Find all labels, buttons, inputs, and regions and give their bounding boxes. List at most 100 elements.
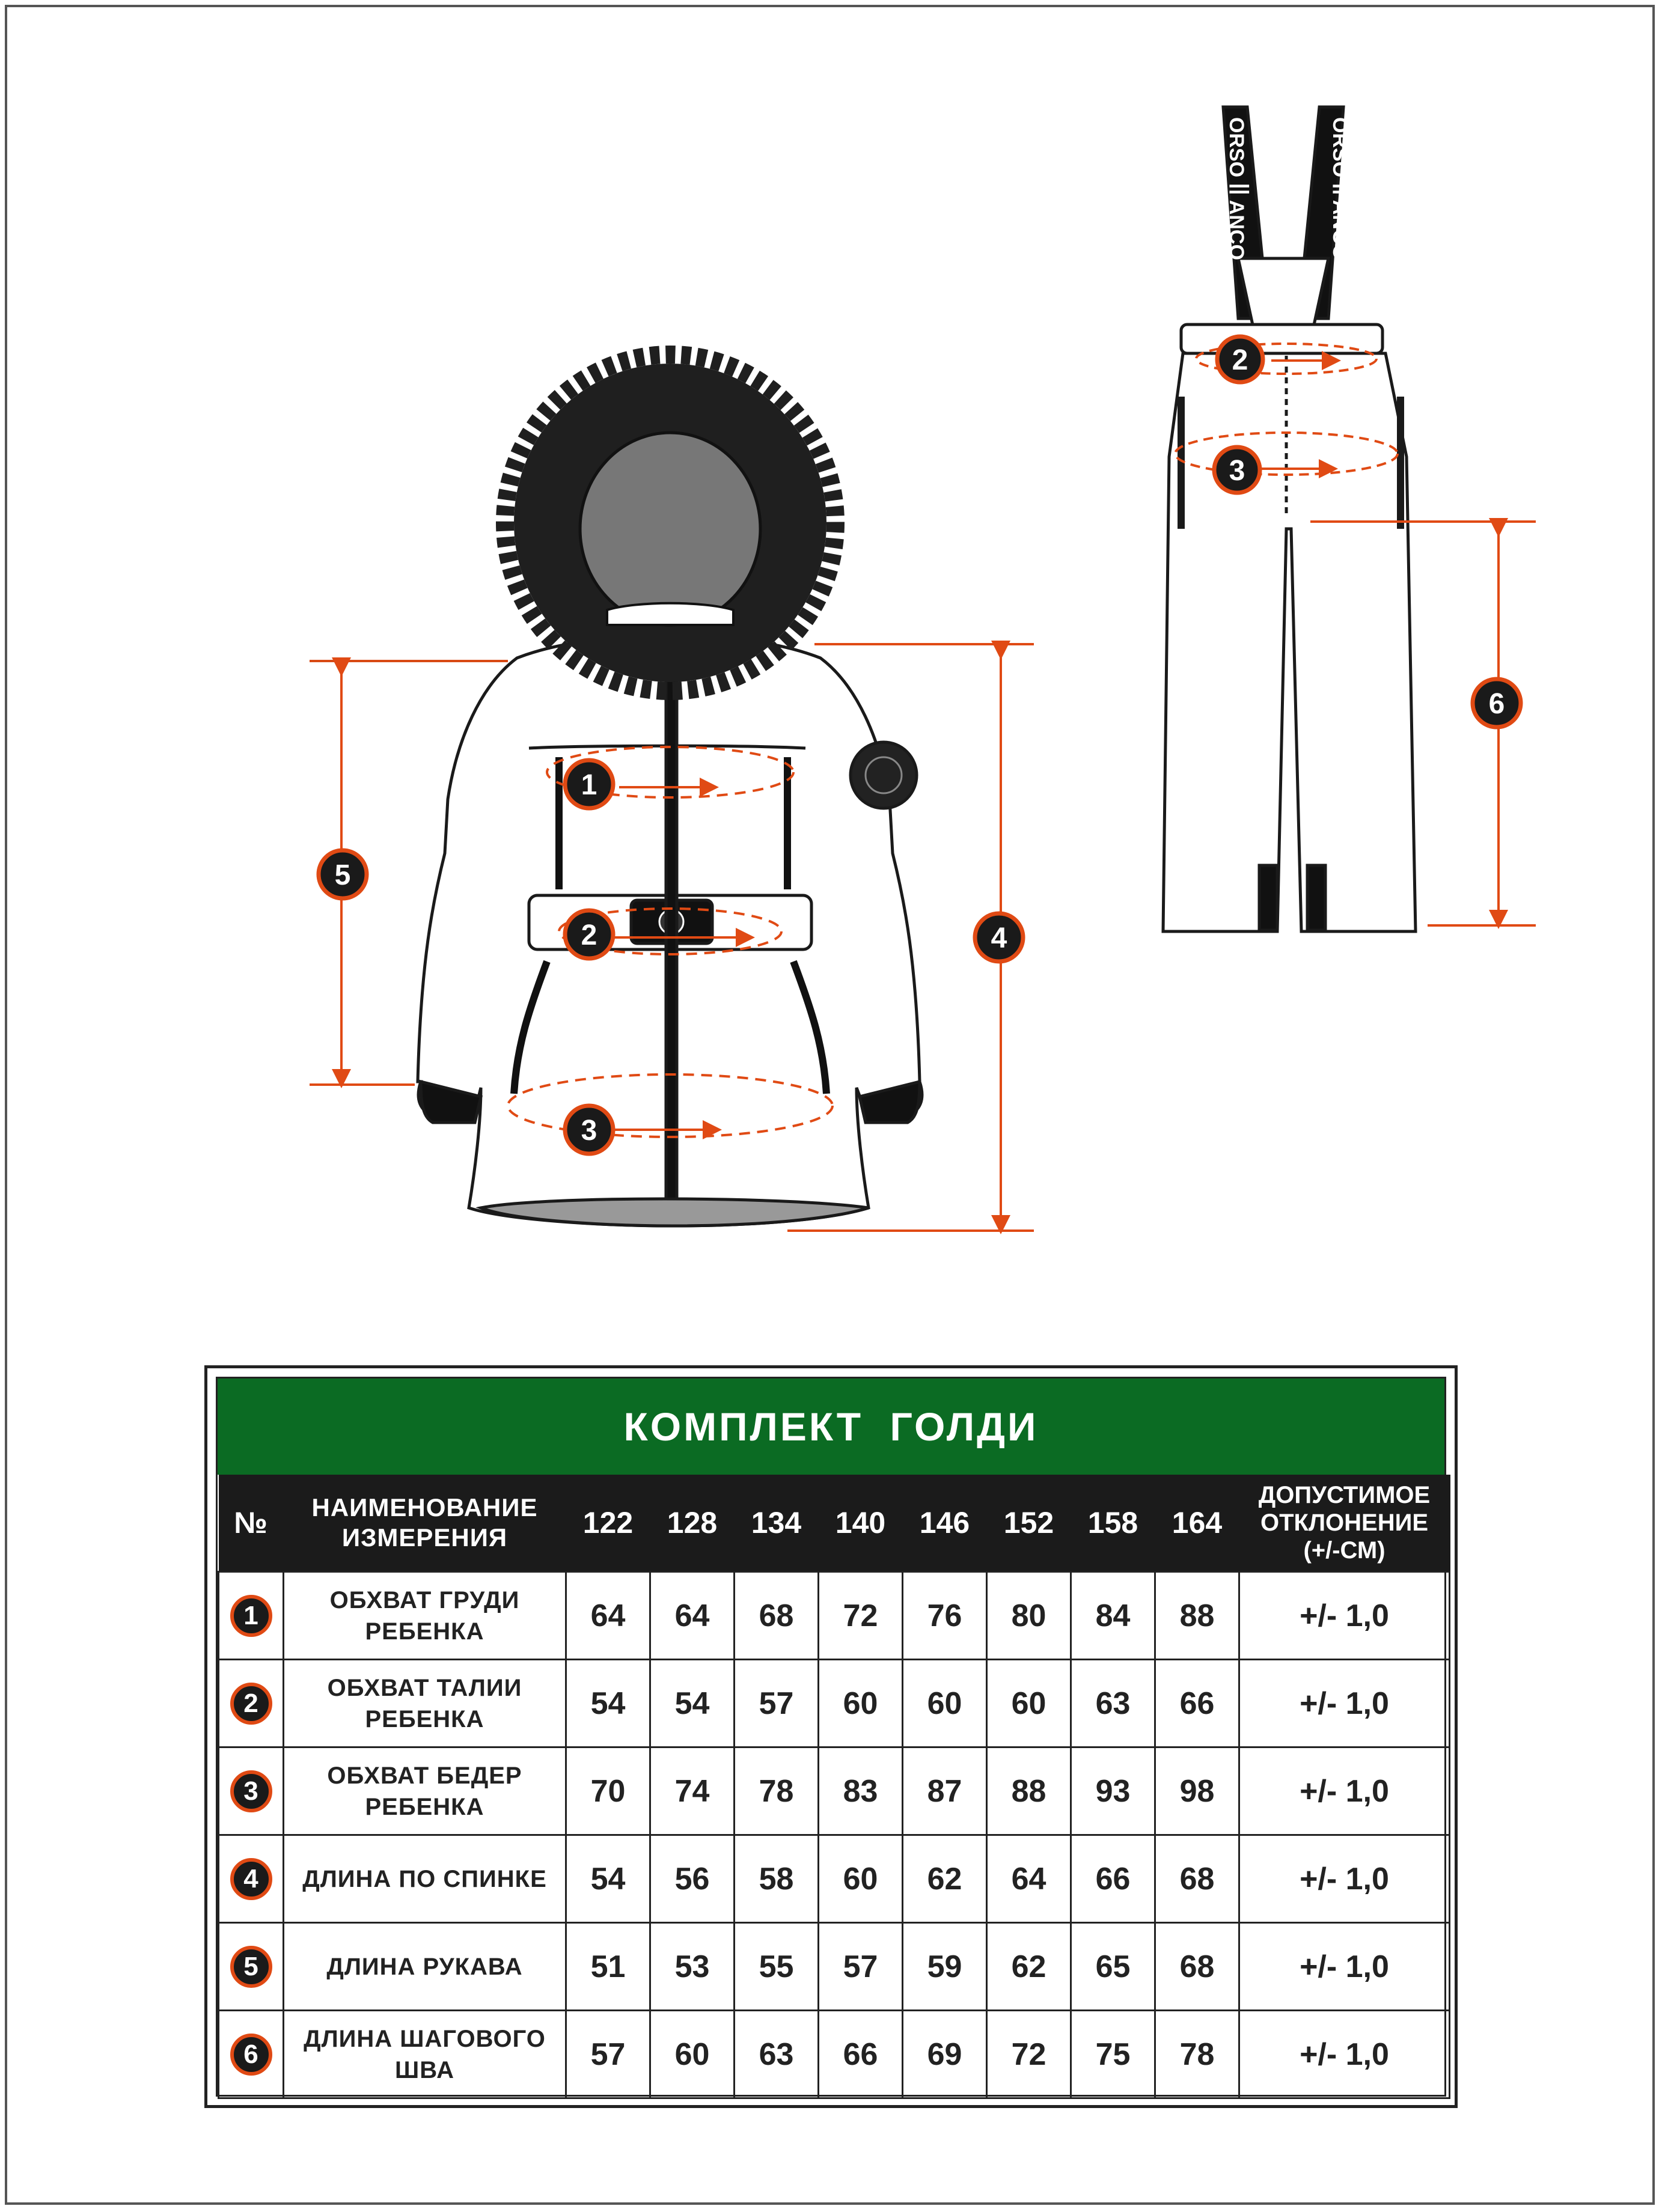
hood-fur (496, 346, 845, 700)
size-value-cell: 87 (902, 1746, 988, 1836)
header-size: 122 (566, 1475, 651, 1572)
tolerance-cell: +/- 1,0 (1238, 1659, 1450, 1748)
size-value-cell: 56 (649, 1834, 735, 1924)
size-value-cell: 55 (733, 1922, 819, 2011)
header-name: НАИМЕНОВАНИЕ ИЗМЕРЕНИЯ (283, 1475, 567, 1572)
header-size: 158 (1071, 1475, 1156, 1572)
size-value-cell: 57 (817, 1922, 903, 2011)
size-value-cell: 53 (649, 1922, 735, 2011)
size-table-inner: КОМПЛЕКТ ГОЛДИ № НАИМЕНОВАНИЕ ИЗМЕРЕНИЯ … (216, 1377, 1450, 2099)
size-value-cell: 76 (902, 1571, 988, 1660)
size-value-cell: 60 (986, 1659, 1072, 1748)
measurement-name: ДЛИНА ПО СПИНКЕ (283, 1834, 567, 1924)
callout-1: 1 (563, 758, 616, 811)
pants-drawing (1161, 105, 1417, 933)
size-value-cell: 63 (733, 2009, 819, 2099)
size-value-cell: 63 (1070, 1659, 1156, 1748)
row-number-badge: 4 (230, 1857, 272, 1900)
size-value-cell: 64 (649, 1571, 735, 1660)
garment-diagram: ORSO ꟾꟾ ANCO ORSO ꟾꟾ ANCO 1 2 3 4 5 6 2 … (310, 105, 1536, 1234)
size-value-cell: 57 (733, 1659, 819, 1748)
measurement-name: ОБХВАТ ТАЛИИ РЕБЕНКА (283, 1659, 567, 1748)
tolerance-cell: +/- 1,0 (1238, 1834, 1450, 1924)
size-value-cell: 66 (1070, 1834, 1156, 1924)
size-value-cell: 75 (1070, 2009, 1156, 2099)
size-value-cell: 68 (1154, 1834, 1240, 1924)
size-value-cell: 83 (817, 1746, 903, 1836)
callout-6: 6 (1470, 677, 1523, 730)
row-number-badge: 1 (230, 1594, 272, 1637)
tolerance-cell: +/- 1,0 (1238, 1571, 1450, 1660)
header-size: 164 (1155, 1475, 1240, 1572)
size-value-cell: 54 (565, 1834, 651, 1924)
header-size: 140 (818, 1475, 903, 1572)
row-number-cell: 1 (218, 1571, 284, 1660)
pants-suspender-text: ORSO ꟾꟾ ANCO ORSO ꟾꟾ ANCO (1225, 117, 1353, 260)
size-value-cell: 84 (1070, 1571, 1156, 1660)
pants-callout-3: 3 (1212, 445, 1262, 495)
size-value-cell: 60 (817, 1834, 903, 1924)
header-size: 146 (902, 1475, 988, 1572)
callout-5: 5 (316, 848, 369, 901)
row-number-cell: 6 (218, 2009, 284, 2099)
size-table-card: КОМПЛЕКТ ГОЛДИ № НАИМЕНОВАНИЕ ИЗМЕРЕНИЯ … (204, 1365, 1458, 2108)
size-value-cell: 88 (1154, 1571, 1240, 1660)
row-number-cell: 5 (218, 1922, 284, 2011)
size-value-cell: 54 (649, 1659, 735, 1748)
svg-text:5: 5 (335, 859, 351, 891)
size-value-cell: 88 (986, 1746, 1072, 1836)
header-no: № (218, 1475, 284, 1572)
size-value-cell: 57 (565, 2009, 651, 2099)
callout-4: 4 (973, 911, 1025, 964)
size-value-cell: 70 (565, 1746, 651, 1836)
svg-text:1: 1 (581, 769, 597, 801)
svg-text:3: 3 (581, 1115, 597, 1147)
size-value-cell: 58 (733, 1834, 819, 1924)
size-value-cell: 80 (986, 1571, 1072, 1660)
row-number-badge: 5 (230, 1945, 272, 1988)
size-value-cell: 64 (986, 1834, 1072, 1924)
size-value-cell: 59 (902, 1922, 988, 2011)
size-value-cell: 78 (1154, 2009, 1240, 2099)
svg-text:2: 2 (581, 919, 597, 951)
size-value-cell: 68 (1154, 1922, 1240, 2011)
size-value-cell: 93 (1070, 1746, 1156, 1836)
measurement-name: ДЛИНА РУКАВА (283, 1922, 567, 2011)
size-value-cell: 65 (1070, 1922, 1156, 2011)
size-value-cell: 54 (565, 1659, 651, 1748)
svg-text:ORSO ꟾꟾ ANCO: ORSO ꟾꟾ ANCO (1328, 117, 1353, 260)
table-title: КОМПЛЕКТ ГОЛДИ (218, 1379, 1444, 1475)
size-value-cell: 60 (902, 1659, 988, 1748)
header-size: 128 (650, 1475, 735, 1572)
size-value-cell: 74 (649, 1746, 735, 1836)
row-number-cell: 2 (218, 1659, 284, 1748)
header-tolerance: ДОПУСТИМОЕ ОТКЛОНЕНИЕ (+/-СМ) (1239, 1475, 1450, 1572)
callout-3: 3 (563, 1103, 616, 1156)
measurement-name: ДЛИНА ШАГОВОГО ШВА (283, 2009, 567, 2099)
pants-callout-2: 2 (1215, 334, 1265, 385)
page-frame (5, 5, 1655, 2205)
svg-text:ORSO ꟾꟾ ANCO: ORSO ꟾꟾ ANCO (1225, 117, 1250, 260)
callout-2: 2 (563, 908, 616, 961)
size-value-cell: 69 (902, 2009, 988, 2099)
row-number-badge: 3 (230, 1770, 272, 1812)
row-number-badge: 6 (230, 2033, 272, 2076)
row-number-badge: 2 (230, 1682, 272, 1725)
size-value-cell: 78 (733, 1746, 819, 1836)
row-number-cell: 3 (218, 1746, 284, 1836)
size-table: № НАИМЕНОВАНИЕ ИЗМЕРЕНИЯ 122 128 1 3 4 140… (218, 1475, 1450, 2099)
tolerance-cell: +/- 1,0 (1238, 2009, 1450, 2099)
tolerance-cell: +/- 1,0 (1238, 1746, 1450, 1836)
size-value-cell: 72 (986, 2009, 1072, 2099)
size-value-cell: 51 (565, 1922, 651, 2011)
size-value-cell: 98 (1154, 1746, 1240, 1836)
size-value-cell: 62 (986, 1922, 1072, 2011)
measurement-name: ОБХВАТ БЕДЕР РЕБЕНКА (283, 1746, 567, 1836)
svg-text:3: 3 (1229, 455, 1245, 487)
